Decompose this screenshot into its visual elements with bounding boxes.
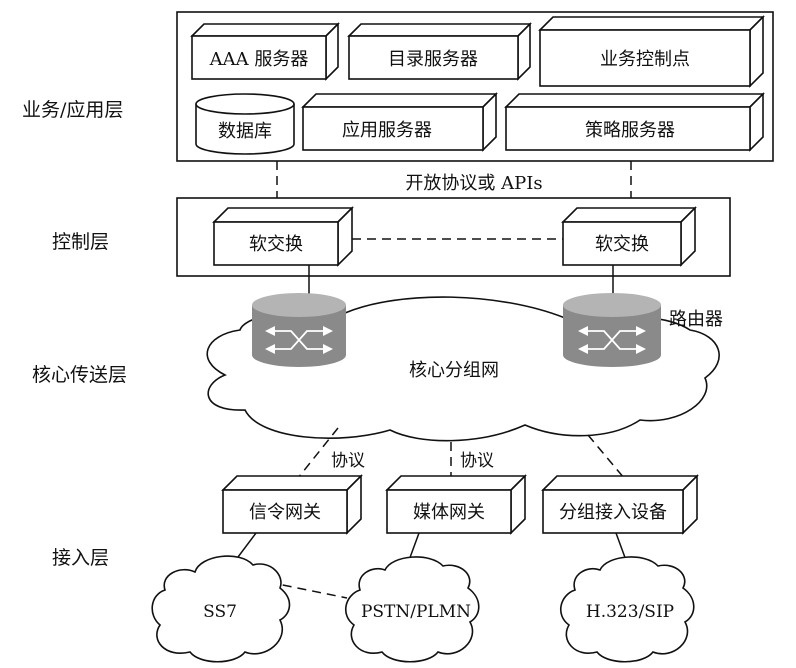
app-server-box: 应用服务器 xyxy=(301,92,498,152)
protocol-label-mid: 协议 xyxy=(460,451,494,471)
softswitch-right-label: 软交换 xyxy=(595,234,649,255)
service-control-point-box: 业务控制点 xyxy=(538,15,765,88)
app-server-label: 应用服务器 xyxy=(342,120,432,141)
packet-access-device-label: 分组接入设备 xyxy=(559,502,667,523)
ss7-cloud xyxy=(151,555,291,663)
media-gateway-box: 媒体网关 xyxy=(385,474,527,535)
router-right xyxy=(563,293,661,367)
service-control-point-label: 业务控制点 xyxy=(600,49,690,70)
layer-label-core: 核心传送层 xyxy=(32,364,127,386)
aaa-server-label: AAA 服务器 xyxy=(209,49,309,70)
h323-cloud xyxy=(559,556,695,663)
pstn-cloud xyxy=(344,556,480,663)
layer-label-control: 控制层 xyxy=(52,231,109,253)
signaling-gateway-label: 信令网关 xyxy=(249,502,321,523)
ss7-label: SS7 xyxy=(203,602,237,622)
link-core-signaling-gateway xyxy=(297,427,339,479)
layer-label-business: 业务/应用层 xyxy=(22,99,123,121)
link-ss7-pstn xyxy=(267,581,348,599)
database-cylinder: 数据库 xyxy=(195,93,295,155)
link-core-packet-access xyxy=(587,434,625,479)
softswitch-left-label: 软交换 xyxy=(249,234,303,255)
protocol-label-left: 协议 xyxy=(331,451,365,471)
packet-access-device-box: 分组接入设备 xyxy=(541,474,699,535)
router-label: 路由器 xyxy=(669,309,723,330)
router-left xyxy=(252,293,346,367)
softswitch-right-box: 软交换 xyxy=(561,206,697,267)
softswitch-left-box: 软交换 xyxy=(212,206,354,267)
signaling-gateway-box: 信令网关 xyxy=(221,474,363,535)
directory-server-box: 目录服务器 xyxy=(347,22,532,81)
policy-server-box: 策略服务器 xyxy=(504,92,765,152)
database-label: 数据库 xyxy=(218,121,272,142)
media-gateway-label: 媒体网关 xyxy=(413,502,485,523)
h323-label: H.323/SIP xyxy=(586,602,674,622)
layer-label-access: 接入层 xyxy=(52,547,109,569)
pstn-label: PSTN/PLMN xyxy=(361,602,471,622)
policy-server-label: 策略服务器 xyxy=(585,120,675,141)
open-protocol-label: 开放协议或 APIs xyxy=(405,173,542,194)
directory-server-label: 目录服务器 xyxy=(388,49,478,70)
core-network-label: 核心分组网 xyxy=(409,360,499,381)
aaa-server-box: AAA 服务器 xyxy=(190,22,340,81)
